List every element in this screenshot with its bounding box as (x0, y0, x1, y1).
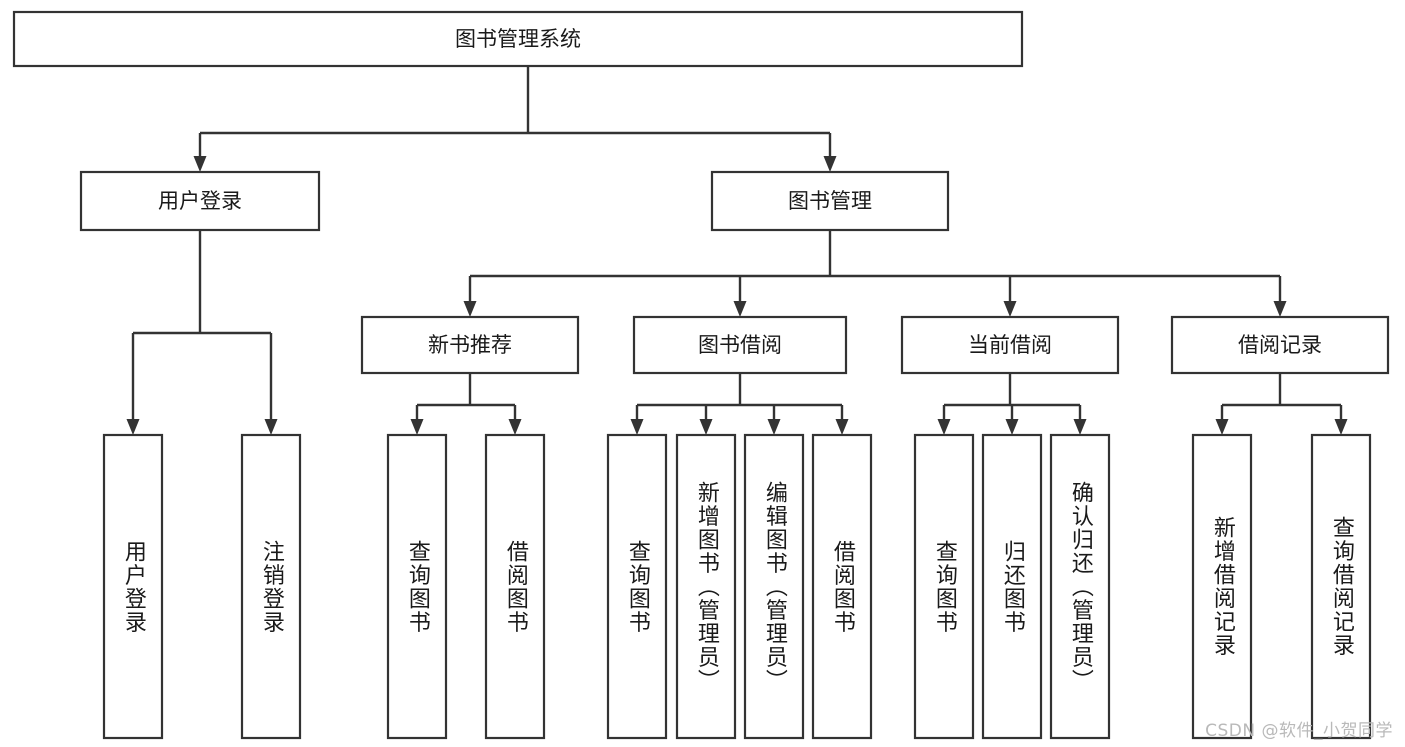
arrow-head-icon (1273, 301, 1287, 317)
node-box-leaf-borrow-book-rec (484, 433, 546, 740)
arrow-head-icon (733, 301, 747, 317)
arrow-head-icon (630, 419, 644, 435)
arrow-head-icon (937, 419, 951, 435)
conn-book-manage (463, 230, 1287, 317)
node-book-borrow[interactable]: 图书借阅 (632, 315, 848, 375)
node-box-current-borrow (900, 315, 1120, 375)
node-leaf-add-record[interactable] (1191, 433, 1253, 740)
node-new-book-rec[interactable]: 新书推荐 (360, 315, 580, 375)
arrow-head-icon (126, 419, 140, 435)
node-label-current-borrow: 当前借阅 (968, 333, 1052, 357)
arrow-head-icon (508, 419, 522, 435)
node-leaf-query-book-rec[interactable] (386, 433, 448, 740)
conn-new-book-rec (410, 373, 522, 435)
node-borrow-record[interactable]: 借阅记录 (1170, 315, 1390, 375)
conn-current-borrow (937, 373, 1087, 435)
node-box-book-borrow (632, 315, 848, 375)
node-leaf-add-book[interactable] (675, 433, 737, 740)
node-leaf-edit-book[interactable] (743, 433, 805, 740)
node-box-leaf-return-book (981, 433, 1043, 740)
arrow-head-icon (1073, 419, 1087, 435)
node-leaf-user-login[interactable] (102, 433, 164, 740)
node-label-book-borrow: 图书借阅 (698, 333, 782, 357)
node-box-leaf-confirm-return (1049, 433, 1111, 740)
arrow-head-icon (835, 419, 849, 435)
node-box-leaf-query-book-borrow (606, 433, 668, 740)
node-user-login[interactable]: 用户登录 (79, 170, 321, 232)
node-box-borrow-record (1170, 315, 1390, 375)
arrow-head-icon (1003, 301, 1017, 317)
conn-borrow-record (1215, 373, 1348, 435)
node-leaf-borrow-book-rec[interactable] (484, 433, 546, 740)
node-box-user-login (79, 170, 321, 232)
arrow-head-icon (410, 419, 424, 435)
node-leaf-query-record[interactable] (1310, 433, 1372, 740)
arrow-head-icon (823, 156, 837, 172)
node-box-leaf-borrow-book (811, 433, 873, 740)
node-label-root: 图书管理系统 (455, 27, 581, 51)
node-box-leaf-edit-book (743, 433, 805, 740)
node-box-leaf-query-book-rec (386, 433, 448, 740)
node-leaf-return-book[interactable] (981, 433, 1043, 740)
node-current-borrow[interactable]: 当前借阅 (900, 315, 1120, 375)
node-box-leaf-add-book (675, 433, 737, 740)
csdn-watermark: CSDN @软件_小贺同学 (1205, 721, 1393, 741)
node-leaf-logout[interactable] (240, 433, 302, 740)
node-box-leaf-add-record (1191, 433, 1253, 740)
node-leaf-borrow-book[interactable] (811, 433, 873, 740)
node-box-leaf-logout (240, 433, 302, 740)
node-label-new-book-rec: 新书推荐 (428, 333, 512, 357)
node-label-book-manage: 图书管理 (788, 189, 872, 213)
arrow-head-icon (699, 419, 713, 435)
arrow-head-icon (1215, 419, 1229, 435)
node-label-borrow-record: 借阅记录 (1238, 333, 1322, 357)
arrow-head-icon (1334, 419, 1348, 435)
node-leaf-confirm-return[interactable] (1049, 433, 1111, 740)
arrow-head-icon (1005, 419, 1019, 435)
node-box-new-book-rec (360, 315, 580, 375)
node-box-leaf-query-book-cur (913, 433, 975, 740)
conn-book-borrow (630, 373, 849, 435)
node-book-manage[interactable]: 图书管理 (710, 170, 950, 232)
node-leaf-query-book-borrow[interactable] (606, 433, 668, 740)
node-box-root (12, 10, 1024, 68)
node-leaf-query-book-cur[interactable] (913, 433, 975, 740)
arrow-head-icon (463, 301, 477, 317)
node-label-user-login: 用户登录 (158, 189, 242, 213)
connector-layer (126, 66, 1348, 435)
conn-user-login (126, 230, 278, 435)
node-box-book-manage (710, 170, 950, 232)
arrow-head-icon (193, 156, 207, 172)
node-box-leaf-query-record (1310, 433, 1372, 740)
conn-root (193, 66, 837, 172)
node-root[interactable]: 图书管理系统 (12, 10, 1024, 68)
arrow-head-icon (264, 419, 278, 435)
node-box-leaf-user-login (102, 433, 164, 740)
arrow-head-icon (767, 419, 781, 435)
